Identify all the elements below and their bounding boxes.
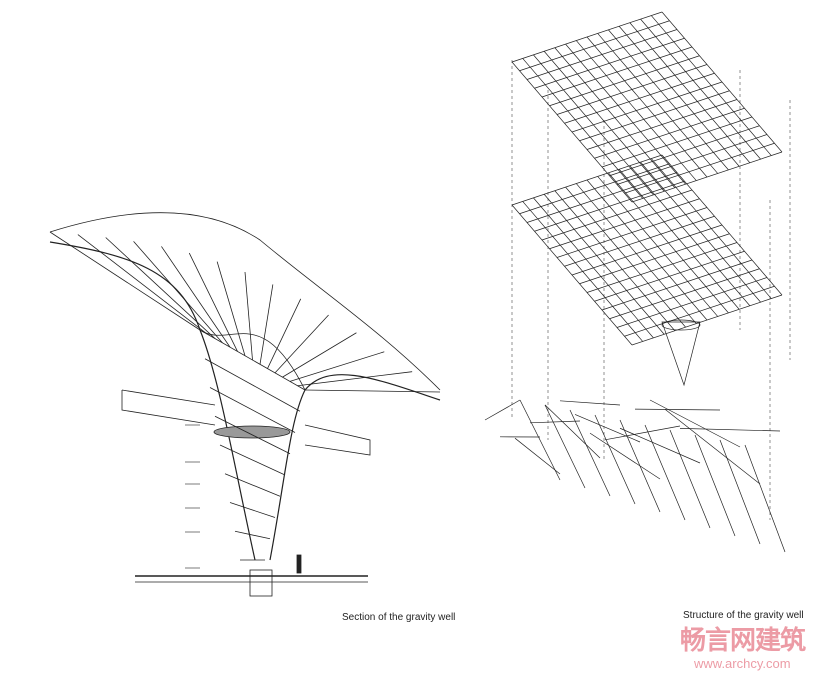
frame-member — [694, 434, 736, 537]
grid-line — [651, 15, 772, 156]
funnel-rib — [219, 444, 286, 476]
roof-rib — [259, 284, 274, 365]
grid-line — [640, 18, 761, 160]
grid-line — [597, 33, 718, 174]
watermark-url: www.archcy.com — [694, 656, 791, 671]
grid-line — [522, 58, 643, 199]
structure-drawing — [484, 11, 791, 553]
roof-rib — [133, 241, 223, 344]
frame-member — [634, 408, 721, 411]
roof-rib — [49, 231, 201, 331]
frame-member — [589, 432, 661, 480]
frame-member — [519, 399, 561, 481]
frame-member — [649, 399, 741, 448]
cone — [661, 321, 701, 387]
grid-line — [586, 36, 708, 178]
frame-member — [744, 444, 786, 553]
structure-frame — [484, 399, 786, 553]
funnel-rib — [199, 329, 306, 391]
grid-line — [661, 11, 783, 153]
grid-line — [586, 179, 708, 321]
grid-line — [629, 22, 751, 163]
roof-rib — [161, 246, 231, 348]
grid-line — [618, 169, 740, 310]
grid-line — [597, 176, 718, 317]
roof-rib — [297, 371, 413, 387]
grid-line — [629, 165, 751, 306]
alignment-lines — [511, 60, 791, 520]
section-drawing — [49, 212, 441, 597]
grid-line — [576, 183, 697, 324]
funnel-rib — [204, 358, 301, 412]
level-marks — [185, 424, 200, 569]
watermark-logo: 畅言网建筑 — [680, 625, 806, 655]
caption-section: Section of the gravity well — [342, 612, 456, 623]
frame-member — [679, 428, 781, 432]
funnel-rib — [224, 473, 281, 497]
roof-rib — [188, 252, 238, 352]
person-figure — [296, 554, 302, 574]
funnel-rib — [234, 530, 271, 540]
grid-line — [533, 54, 654, 196]
frame-member — [529, 420, 581, 424]
frame-member — [669, 429, 711, 529]
frame-member — [594, 414, 636, 505]
grid-line — [565, 43, 686, 185]
grid-line — [533, 197, 654, 339]
frame-member — [544, 404, 586, 489]
frame-member — [604, 425, 681, 441]
grid-line — [554, 190, 676, 331]
grid-line — [608, 29, 729, 171]
roof-grid-lower — [511, 154, 783, 346]
frame-member — [619, 427, 701, 464]
funnel-rib — [209, 387, 296, 433]
roof-rib — [282, 332, 357, 378]
frame-member — [559, 400, 621, 406]
roof-rib — [244, 271, 253, 361]
frame-member — [644, 424, 686, 521]
frame-member — [569, 409, 611, 497]
funnel-rib — [214, 415, 291, 455]
frame-member — [619, 419, 661, 513]
roof-ribs — [49, 231, 441, 561]
roof-rib — [267, 298, 302, 369]
roof-rib — [304, 389, 441, 393]
frame-member — [664, 408, 761, 485]
grid-line — [651, 158, 772, 299]
frame-member — [514, 437, 561, 475]
grid-line — [608, 172, 729, 314]
grid-line — [511, 61, 633, 203]
grid-line — [522, 201, 643, 342]
grid-line — [640, 161, 761, 303]
frame-member — [484, 399, 521, 421]
frame-member — [544, 404, 601, 459]
funnel-rib — [229, 502, 276, 518]
roof-rib — [289, 351, 385, 382]
roof-rib — [216, 261, 246, 356]
caption-structure: Structure of the gravity well — [683, 610, 804, 621]
grid-line — [618, 26, 740, 167]
grid-line — [554, 47, 676, 188]
grid-line — [511, 204, 633, 346]
roof-grid-upper — [511, 11, 783, 203]
frame-member — [719, 439, 761, 545]
grid-line — [576, 40, 697, 181]
roof-rib — [274, 314, 329, 374]
grid-line — [661, 154, 783, 296]
grid-line — [565, 186, 686, 328]
roof-rib — [105, 237, 216, 339]
roof-rib — [77, 234, 208, 335]
frame-member — [574, 414, 641, 443]
